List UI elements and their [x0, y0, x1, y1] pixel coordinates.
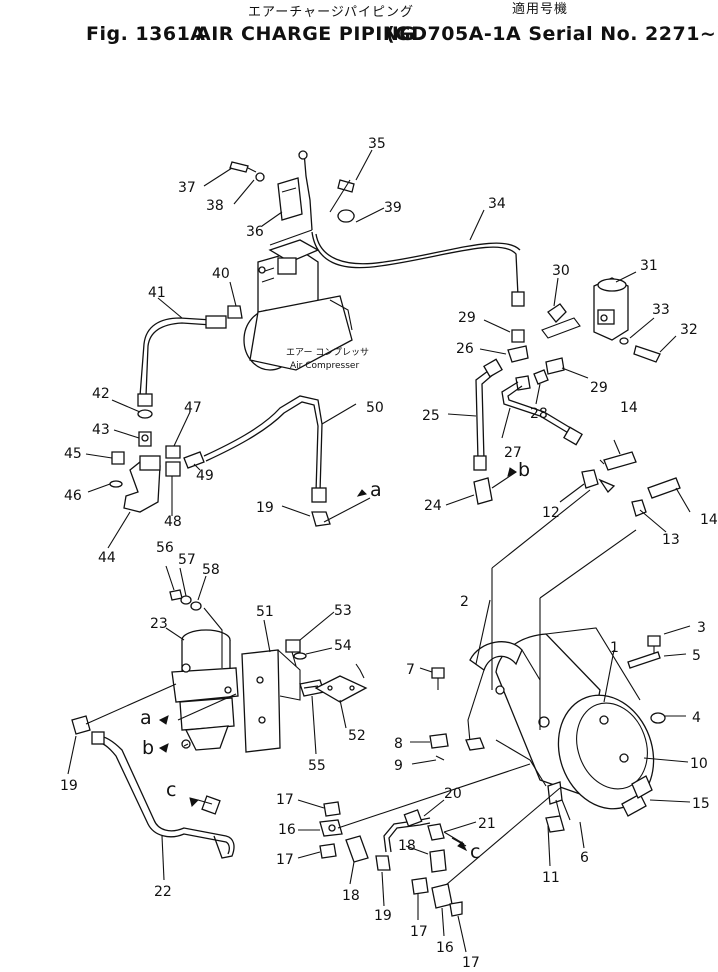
part-number-label: 30	[552, 263, 570, 279]
part-number-label: 23	[150, 616, 168, 632]
part-number-label: 28	[530, 406, 548, 422]
part-number-label: 35	[368, 136, 386, 152]
part-number-label: 17	[462, 955, 480, 967]
part-number-label: 17	[276, 852, 294, 868]
part-number-label: 17	[276, 792, 294, 808]
part-number-label: 13	[662, 532, 680, 548]
connection-letter: a	[140, 707, 152, 729]
bracket-51	[241, 649, 281, 753]
part-number-label: 14	[700, 512, 718, 528]
part-number-label: 32	[680, 322, 698, 338]
connection-letter: c	[166, 779, 176, 801]
part-number-label: 16	[278, 822, 296, 838]
connection-letter: a	[370, 479, 382, 501]
part-number-label: 41	[148, 285, 166, 301]
part-number-label: 49	[196, 468, 214, 484]
part-number-label: 8	[394, 736, 403, 752]
air-compressor-drawing	[243, 239, 353, 371]
header: エアーチャージパイピング 適用号機 Fig. 1361A AIR CHARGE …	[86, 1, 718, 45]
part-number-label: 19	[374, 908, 392, 924]
part-number-label: 9	[394, 758, 403, 774]
part-number-label: 24	[424, 498, 442, 514]
part-number-label: 15	[692, 796, 710, 812]
strap-2	[469, 641, 523, 672]
part-number-label: 54	[334, 638, 352, 654]
part-number-label: 38	[206, 198, 224, 214]
part-number-label: 19	[60, 778, 78, 794]
part-number-label: 29	[590, 380, 608, 396]
part-number-label: 27	[504, 445, 522, 461]
part-number-label: 22	[154, 884, 172, 900]
part-number-label: 37	[178, 180, 196, 196]
part-number-label: 51	[256, 604, 274, 620]
connection-letters: a b a b c c	[140, 459, 530, 863]
pipe-22	[97, 735, 235, 859]
jp-applicable-label: 適用号機	[512, 1, 568, 17]
part-number-label: 29	[458, 310, 476, 326]
figure-label: Fig. 1361A	[86, 23, 206, 45]
valve-assembly-31	[541, 277, 661, 363]
part-number-label: 21	[478, 816, 496, 832]
part-number-label: 2	[460, 594, 469, 610]
part-number-label: 40	[212, 266, 230, 282]
part-number-label: 3	[697, 620, 706, 636]
compressor-label-en: Air Compresser	[290, 361, 359, 371]
part-number-label: 6	[580, 850, 589, 866]
part-number-label: 5	[692, 648, 701, 664]
part-number-label: 26	[456, 341, 474, 357]
part-number-label: 48	[164, 514, 182, 530]
plate-52	[314, 675, 368, 703]
pipe-50	[203, 395, 323, 493]
jp-title: エアーチャージパイピング	[248, 5, 414, 20]
part-number-label: 50	[366, 400, 384, 416]
pipe-41	[139, 317, 213, 397]
connection-letter: b	[142, 737, 154, 759]
part-number-label: 45	[64, 446, 82, 462]
part-number-label: 4	[692, 710, 701, 726]
connection-arrows	[159, 467, 517, 852]
part-number-label: 16	[436, 940, 454, 956]
part-number-label: 17	[410, 924, 428, 940]
leader-lines	[67, 149, 691, 953]
air-tank-10	[495, 627, 655, 810]
part-number-label: 31	[640, 258, 658, 274]
pipe-34	[311, 231, 519, 297]
part-number-label: 25	[422, 408, 440, 424]
part-number-label: 36	[246, 224, 264, 240]
part-number-label: 1	[610, 640, 619, 656]
part-number-label: 18	[342, 888, 360, 904]
compressor-label-jp: エアー コンプレッサ	[286, 347, 369, 358]
part-number-label: 18	[398, 838, 416, 854]
part-number-label: 14	[620, 400, 638, 416]
part-number-label: 53	[334, 603, 352, 619]
part-number-label: 34	[488, 196, 506, 212]
part-number-label: 11	[542, 870, 560, 886]
part-number-label: 42	[92, 386, 110, 402]
compressor-fittings	[229, 150, 355, 246]
part-number-label: 52	[348, 728, 366, 744]
part-number-label: 12	[542, 505, 560, 521]
part-number-label: 33	[652, 302, 670, 318]
part-number-label: 47	[184, 400, 202, 416]
part-number-label: 19	[256, 500, 274, 516]
page-title: AIR CHARGE PIPING	[196, 23, 415, 45]
part-number-label: 10	[690, 756, 708, 772]
part-number-label: 7	[406, 662, 415, 678]
part-number-label: 43	[92, 422, 110, 438]
model-serial: (GD705A-1A Serial No. 2271~)	[386, 23, 718, 45]
connection-letter: c	[470, 841, 480, 863]
part-number-label: 20	[444, 786, 462, 802]
part-number-label: 57	[178, 552, 196, 568]
part-number-label: 56	[156, 540, 174, 556]
part-number-label: 55	[308, 758, 326, 774]
connection-letter: b	[518, 459, 530, 481]
part-number-label: 44	[98, 550, 116, 566]
air-dryer-23	[171, 629, 239, 751]
part-number-label: 39	[384, 200, 402, 216]
pipe-27	[501, 381, 571, 435]
part-number-labels: 1 2 3 4 5 6 7 8 9 10 11 12 13 14 14 15 1…	[60, 136, 718, 971]
part-number-label: 58	[202, 562, 220, 578]
part-number-label: 46	[64, 488, 82, 504]
